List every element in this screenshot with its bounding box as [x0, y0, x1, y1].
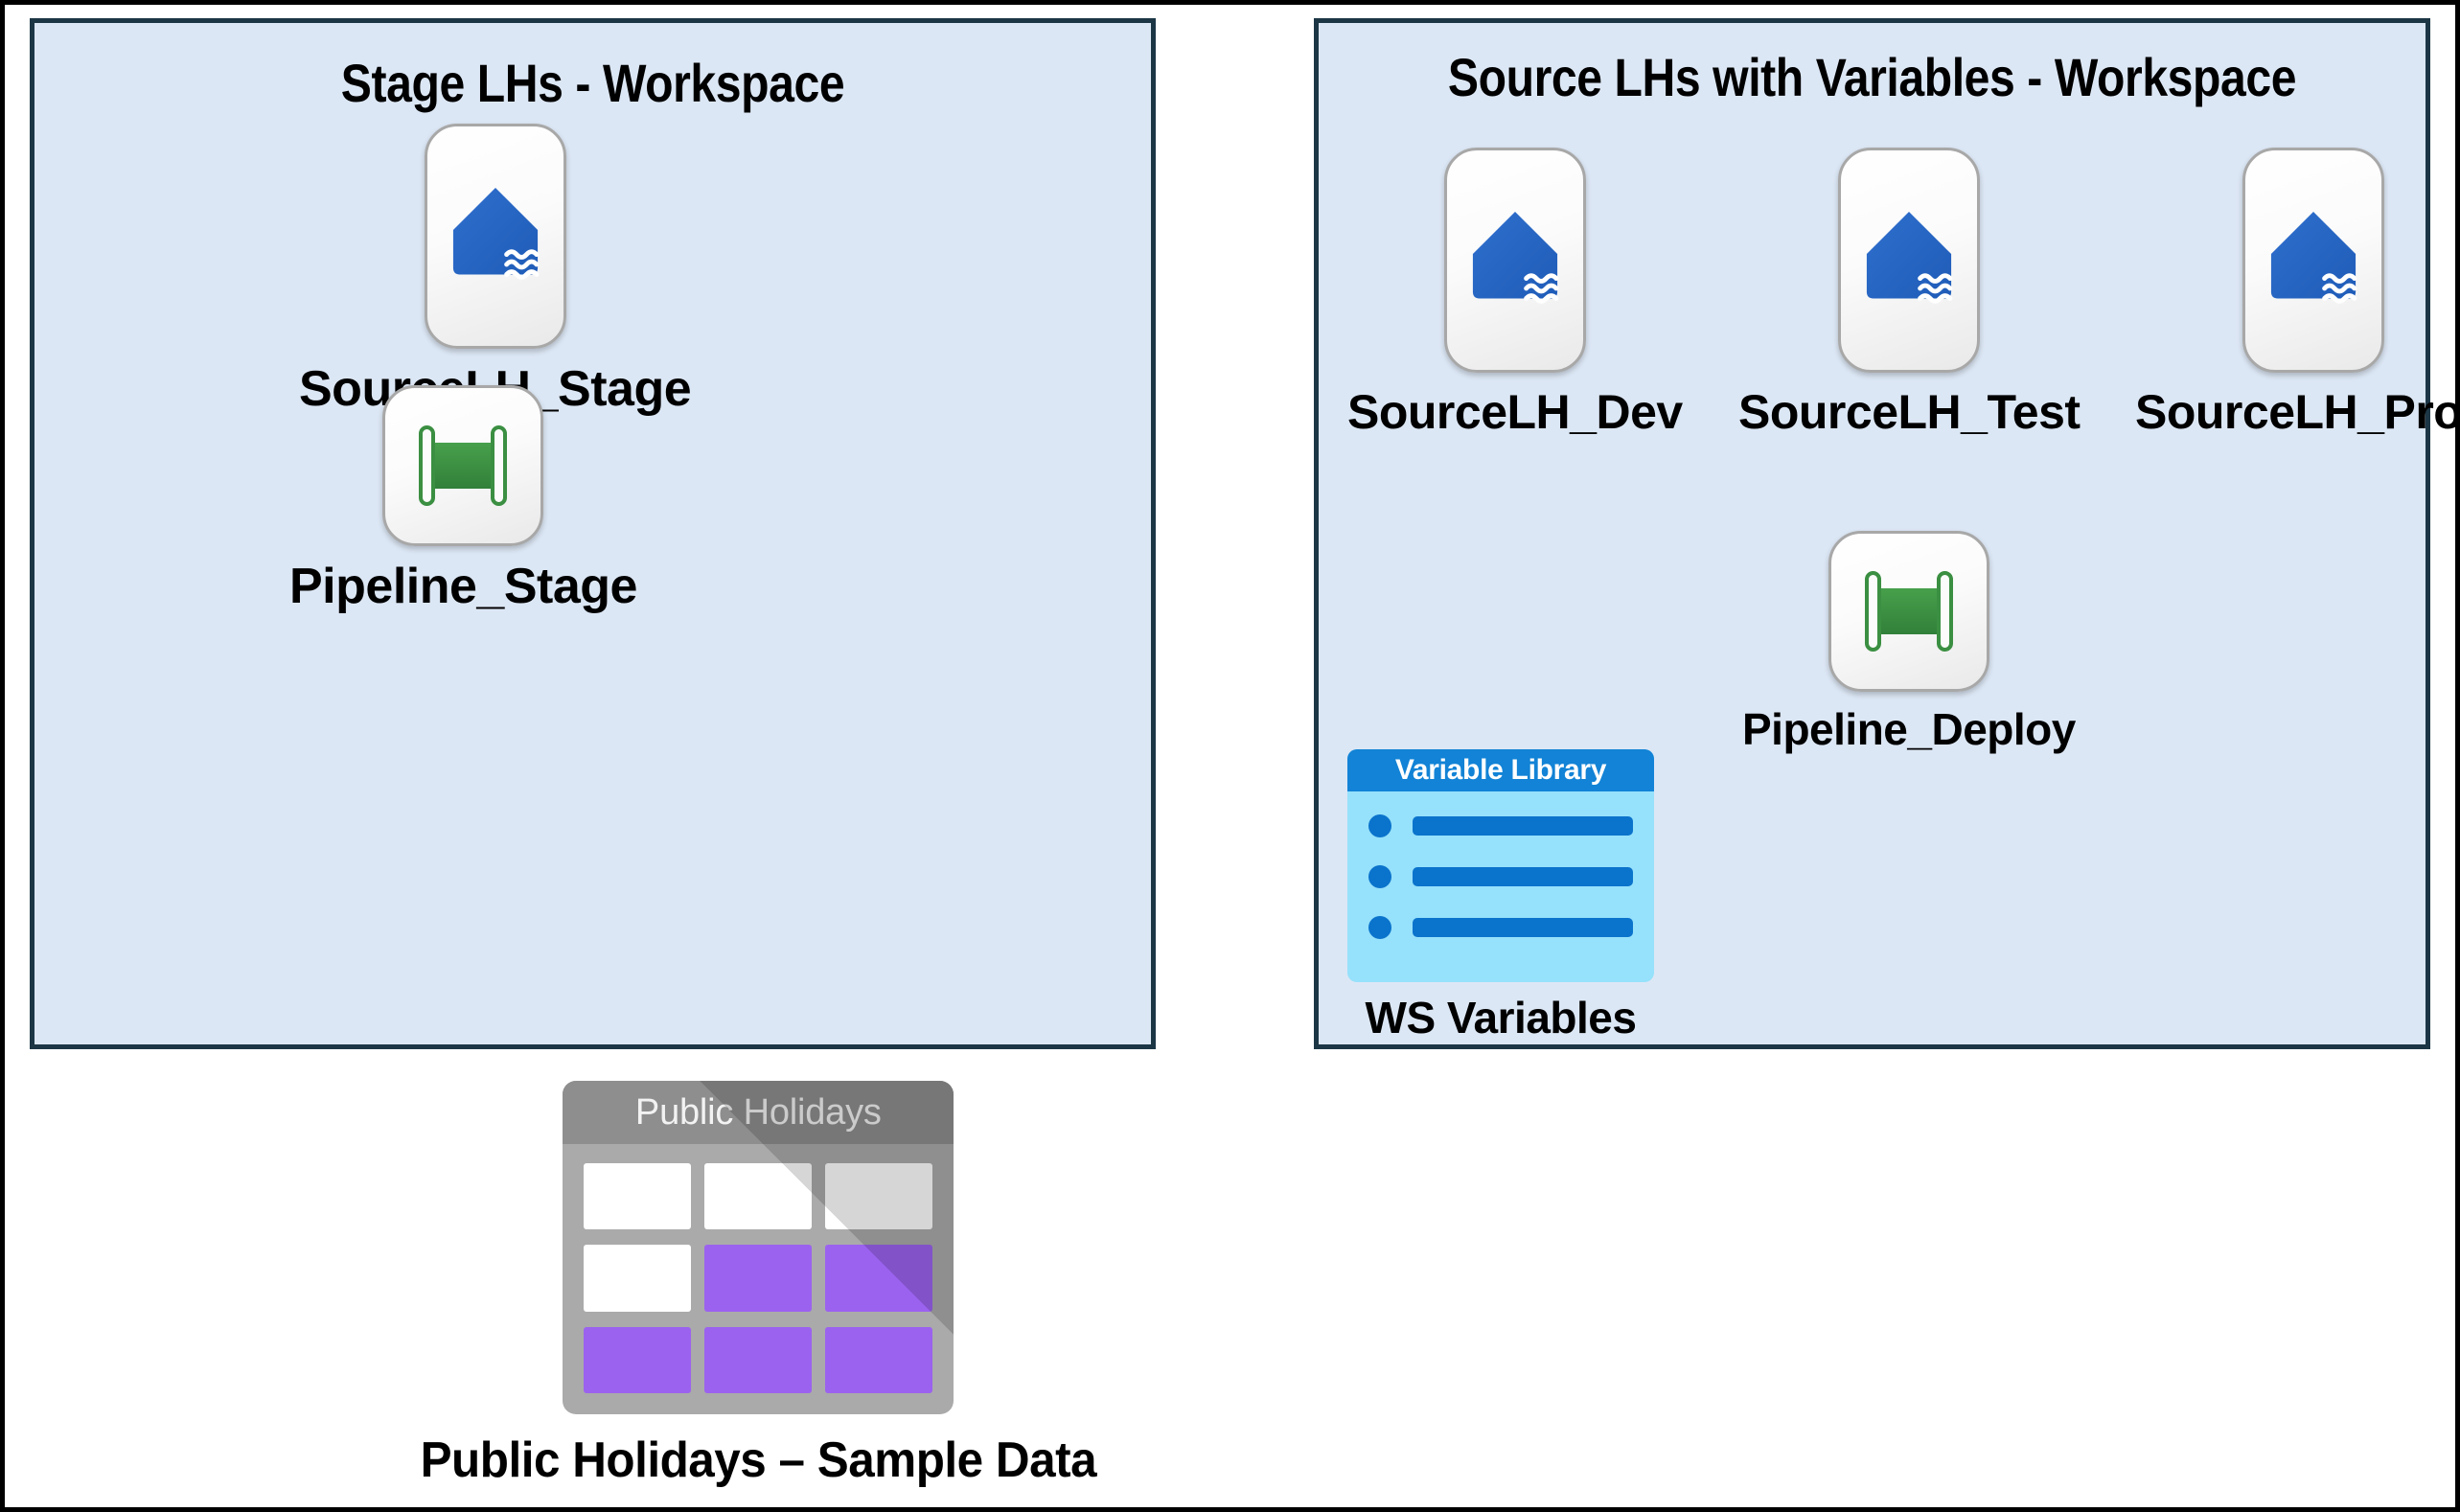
- item-sourcelh-stage[interactable]: SourceLH_Stage: [299, 124, 692, 418]
- lakehouse-icon: [1472, 211, 1559, 304]
- item-label: SourceLH_Test: [1738, 385, 2081, 439]
- table-cell: [825, 1163, 933, 1230]
- table-icon-title: Public Holidays: [563, 1081, 954, 1144]
- item-label: SourceLH_Prod: [2135, 385, 2460, 439]
- variable-library-title: Variable Library: [1347, 749, 1654, 791]
- pipeline-icon: [1864, 571, 1953, 652]
- table-grid: [563, 1144, 954, 1414]
- item-label: Public Holidays – Sample Data: [420, 1432, 1097, 1488]
- item-pipeline-deploy[interactable]: Pipeline_Deploy: [1742, 531, 2076, 755]
- table-cell: [584, 1245, 692, 1312]
- lakehouse-tile[interactable]: [1443, 148, 1586, 373]
- variable-bar: [1413, 867, 1633, 886]
- variable-row: [1368, 814, 1633, 837]
- item-label: SourceLH_Dev: [1347, 385, 1683, 439]
- variable-row: [1368, 865, 1633, 888]
- item-public-holidays[interactable]: Public Holidays Public Holidays – Sample…: [402, 1081, 1115, 1489]
- lakehouse-tile[interactable]: [1838, 148, 1981, 373]
- lakehouse-icon: [452, 187, 539, 280]
- pipeline-icon: [419, 425, 508, 506]
- workspace-panel-source: Source LHs with Variables - Workspace So…: [1314, 18, 2455, 1049]
- bullet-icon: [1368, 865, 1391, 888]
- bullet-icon: [1368, 814, 1391, 837]
- bullet-icon: [1368, 916, 1391, 939]
- item-label: Pipeline_Deploy: [1742, 704, 2076, 754]
- panel-title-stage: Stage LHs - Workspace: [340, 53, 845, 113]
- item-sourcelh-dev[interactable]: SourceLH_Dev: [1347, 148, 1683, 440]
- item-pipeline-stage[interactable]: Pipeline_Stage: [289, 385, 637, 615]
- variable-bar: [1413, 918, 1633, 937]
- table-icon[interactable]: Public Holidays: [563, 1081, 954, 1414]
- pipeline-tile[interactable]: [1828, 531, 1989, 692]
- table-cell: [704, 1163, 813, 1230]
- table-cell: [704, 1245, 813, 1312]
- table-cell: [584, 1163, 692, 1230]
- variable-library-rows: [1347, 791, 1654, 939]
- table-cell: [704, 1326, 813, 1393]
- table-cell: [584, 1326, 692, 1393]
- table-cell: [825, 1326, 933, 1393]
- item-sourcelh-prod[interactable]: SourceLH_Prod: [2135, 148, 2460, 440]
- item-label: WS Variables: [1365, 993, 1637, 1042]
- item-ws-variables[interactable]: Variable Library WS Varia: [1347, 749, 1654, 1043]
- item-label: Pipeline_Stage: [289, 559, 637, 614]
- item-sourcelh-test[interactable]: SourceLH_Test: [1738, 148, 2081, 440]
- panel-title-source: Source LHs with Variables - Workspace: [1447, 47, 2297, 107]
- pipeline-tile[interactable]: [382, 385, 544, 546]
- variable-bar: [1413, 816, 1633, 836]
- lakehouse-tile[interactable]: [2242, 148, 2384, 373]
- lakehouse-icon: [1867, 211, 1953, 304]
- lakehouse-tile[interactable]: [424, 124, 566, 349]
- lakehouse-icon: [2270, 211, 2357, 304]
- workspace-panel-stage: Stage LHs - Workspace: [30, 18, 1156, 1049]
- table-cell: [825, 1245, 933, 1312]
- variable-library-icon[interactable]: Variable Library: [1347, 749, 1654, 982]
- variable-row: [1368, 916, 1633, 939]
